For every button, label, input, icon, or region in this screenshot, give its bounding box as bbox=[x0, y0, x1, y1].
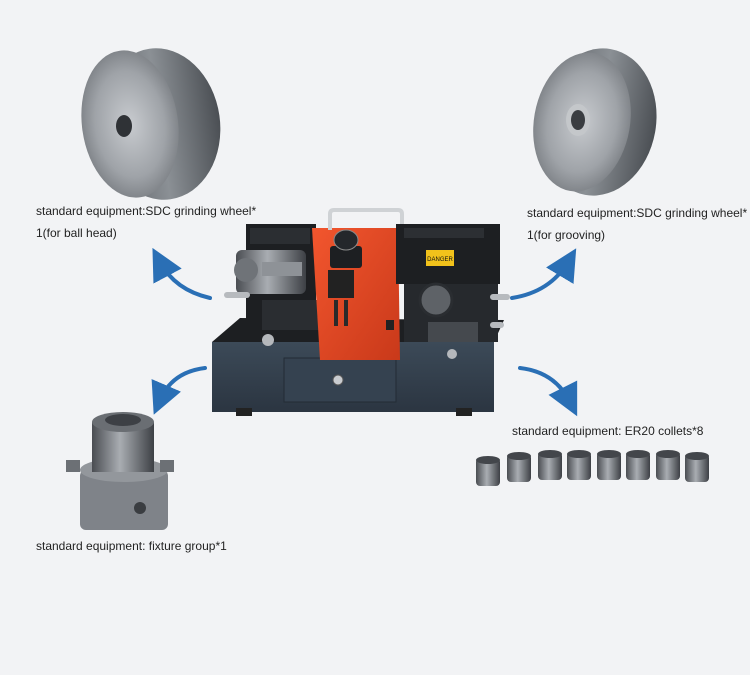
collet bbox=[476, 456, 500, 486]
grinding-wheel-ball-head bbox=[81, 48, 221, 200]
collet bbox=[656, 450, 680, 480]
caption-line: standard equipment:SDC grinding wheel* bbox=[527, 206, 748, 220]
collet bbox=[597, 450, 621, 480]
caption-line: standard equipment: fixture group*1 bbox=[36, 539, 227, 553]
arrow-curved-icon bbox=[151, 247, 578, 417]
caption-line: standard equipment: ER20 collets*8 bbox=[512, 424, 704, 438]
er20-collets bbox=[476, 450, 709, 486]
collet bbox=[626, 450, 650, 480]
collet bbox=[538, 450, 562, 480]
collet bbox=[685, 452, 709, 482]
grinding-machine: DANGER bbox=[212, 208, 510, 416]
warning-label bbox=[426, 250, 454, 266]
caption-fixture-group: standard equipment: fixture group*1 bbox=[36, 535, 227, 557]
caption-line: 1(for ball head) bbox=[36, 226, 117, 240]
warning-label-text: DANGER bbox=[427, 257, 453, 263]
caption-line: 1(for grooving) bbox=[527, 228, 606, 242]
fixture-group bbox=[66, 412, 174, 530]
grinding-wheel-grooving bbox=[533, 48, 657, 196]
caption-ball-head-wheel: standard equipment:SDC grinding wheel* 1… bbox=[36, 200, 256, 244]
caption-collets: standard equipment: ER20 collets*8 bbox=[512, 420, 703, 442]
caption-grooving-wheel: standard equipment:SDC grinding wheel* 1… bbox=[527, 202, 747, 246]
caption-line: standard equipment:SDC grinding wheel* bbox=[36, 204, 257, 218]
collet bbox=[507, 452, 531, 482]
collet bbox=[567, 450, 591, 480]
